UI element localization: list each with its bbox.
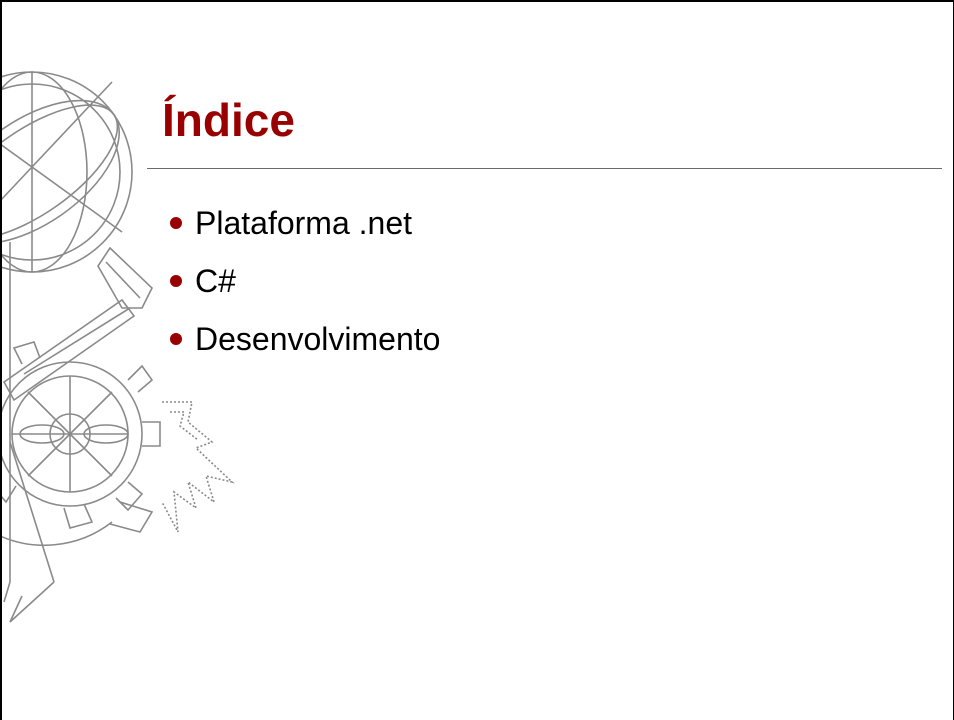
bullet-text: Desenvolvimento	[195, 320, 441, 357]
slide-title: Índice	[162, 94, 295, 146]
title-divider	[147, 168, 942, 169]
bullet-item: Desenvolvimento	[170, 310, 440, 368]
bullet-item: C#	[170, 252, 440, 310]
bullet-text: Plataforma .net	[195, 204, 412, 241]
bullet-item: Plataforma .net	[170, 194, 440, 252]
armillary-sphere-emblem-icon	[2, 71, 235, 623]
bullet-dot-icon	[170, 275, 182, 287]
bullet-list: Plataforma .net C# Desenvolvimento	[170, 194, 440, 368]
bullet-text: C#	[195, 262, 236, 299]
bullet-dot-icon	[170, 333, 182, 345]
bullet-dot-icon	[170, 217, 182, 229]
